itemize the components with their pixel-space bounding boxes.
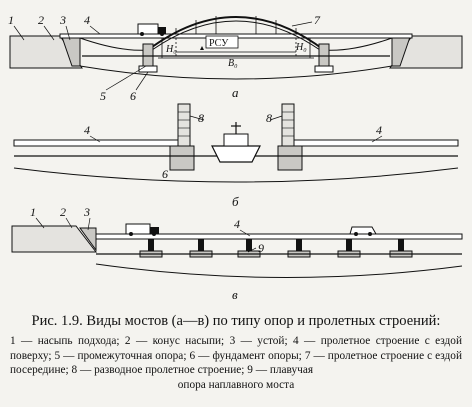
panel-a: РСУ H₀ H₀ B₀ 1 2 3 4 5 6 7 а	[8, 13, 463, 103]
callout-a-4: 4	[84, 13, 90, 27]
callout-a-7: 7	[314, 13, 321, 27]
pontoon-2	[198, 239, 204, 251]
pier-foundation-right	[314, 65, 334, 73]
callout-b-4-right: 4	[376, 123, 382, 137]
span-b-right	[281, 139, 459, 147]
pier-b-right	[277, 145, 303, 171]
callout-a-2: 2	[38, 13, 44, 27]
callout-a-1: 1	[8, 13, 14, 27]
h0-left-label: H₀	[165, 44, 177, 55]
arch-7-inner	[151, 20, 321, 51]
pier-right	[318, 43, 330, 67]
callout-c-1: 1	[30, 205, 36, 219]
callout-b-6: 6	[162, 167, 168, 181]
riverbed-c	[95, 263, 463, 278]
callout-a-6: 6	[130, 89, 136, 103]
span-left	[79, 37, 149, 51]
panel-label-c: в	[232, 287, 238, 302]
riverbed-b	[13, 167, 459, 183]
pontoon-6	[398, 239, 404, 251]
pontoon-4	[296, 239, 302, 251]
truck-c	[125, 223, 159, 236]
pontoon-5	[346, 239, 352, 251]
panel-label-b: б	[232, 194, 239, 209]
deck-c	[95, 233, 463, 240]
pier-b-left	[169, 145, 195, 171]
span-b-left	[13, 139, 191, 147]
callout-c-4: 4	[234, 217, 240, 231]
bridge-diagram: РСУ H₀ H₀ B₀ 1 2 3 4 5 6 7 а	[8, 13, 463, 302]
panel-label-a: а	[232, 85, 239, 100]
riverbed-a	[79, 65, 393, 80]
arch-7	[147, 16, 325, 51]
rsu-sign-text: РСУ	[209, 38, 229, 49]
callout-c-9: 9	[258, 241, 264, 255]
bascule-right	[281, 103, 295, 147]
ship-b	[211, 122, 261, 163]
figure-caption-body: 1 — насыпь подхода; 2 — конус насыпи; 3 …	[10, 334, 462, 392]
h0-right-label: H₀	[295, 42, 307, 53]
callout-b-4-left: 4	[84, 123, 90, 137]
span-right	[323, 37, 393, 51]
car-c	[349, 226, 377, 236]
callout-b-8-left: 8	[198, 111, 204, 125]
pontoon-1	[148, 239, 154, 251]
truck-a	[137, 23, 166, 36]
pier-foundation-left	[138, 65, 158, 73]
callout-a-3: 3	[59, 13, 66, 27]
b0-label: B₀	[228, 58, 238, 69]
callout-b-8-right: 8	[266, 111, 272, 125]
figure-caption-title: Рис. 1.9. Виды мостов (а—в) по типу опор…	[31, 313, 441, 329]
callout-c-2: 2	[60, 205, 66, 219]
pontoon-3	[246, 239, 252, 251]
callout-c-3: 3	[83, 205, 90, 219]
figure-caption-text: 1 — насыпь подхода; 2 — конус насыпи; 3 …	[10, 335, 462, 377]
panel-b: 4 8 8 4 6 б	[13, 103, 459, 209]
figure-caption-text-end: опора наплавного моста	[177, 378, 295, 391]
bascule-left	[177, 103, 191, 147]
panel-c: 1 2 3 4 9 в	[11, 205, 463, 302]
embankment-c-left	[11, 225, 98, 253]
rsu-sign	[205, 35, 239, 49]
pier-left	[142, 43, 154, 67]
callout-a-5: 5	[100, 89, 106, 103]
